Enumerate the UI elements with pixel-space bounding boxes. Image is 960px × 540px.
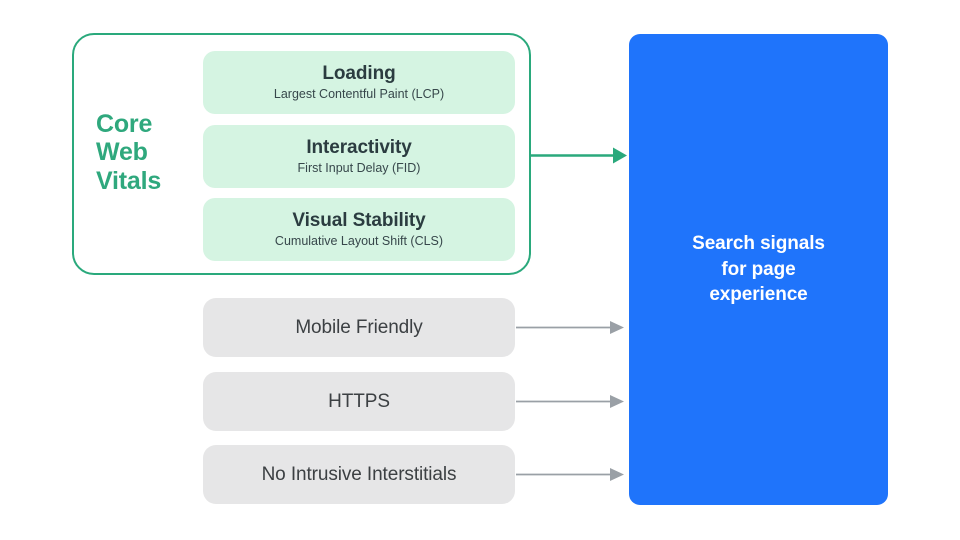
signal-card-mobile-friendly: Mobile Friendly [203,298,515,357]
core-web-vitals-label-line-3: Vitals [96,166,162,195]
mobile-friendly-arrow [516,321,624,334]
metric-title: Loading [322,62,396,84]
metric-title: Visual Stability [292,209,426,231]
search-signals-line-1: Search signals [692,233,825,255]
core-web-vitals-arrow [531,147,627,164]
search-signals-line-2: for page [721,258,796,280]
https-arrow [516,395,624,408]
no-intrusive-interstitials-arrow [516,468,624,481]
search-signals-panel: Search signals for page experience [629,34,888,505]
search-signals-line-3: experience [709,284,808,306]
signal-card-no-intrusive-interstitials: No Intrusive Interstitials [203,445,515,504]
metric-subtitle: First Input Delay (FID) [297,161,421,176]
metric-card-loading: Loading Largest Contentful Paint (LCP) [203,51,515,114]
signal-label: Mobile Friendly [295,316,423,338]
signal-card-https: HTTPS [203,372,515,431]
metric-subtitle: Cumulative Layout Shift (CLS) [274,234,444,249]
signal-label: No Intrusive Interstitials [261,463,457,485]
metric-card-interactivity: Interactivity First Input Delay (FID) [203,125,515,188]
search-signals-panel-text: Search signals for page experience [676,231,841,307]
metric-subtitle: Largest Contentful Paint (LCP) [273,87,445,102]
core-web-vitals-label-line-1: Core [96,110,153,138]
metric-card-visual-stability: Visual Stability Cumulative Layout Shift… [203,198,515,261]
metric-title: Interactivity [306,136,412,158]
core-web-vitals-label-line-2: Web [96,138,148,167]
core-web-vitals-group [72,33,531,275]
signal-label: HTTPS [328,390,390,412]
core-web-vitals-group-label: Core Web Vitals [96,110,196,195]
